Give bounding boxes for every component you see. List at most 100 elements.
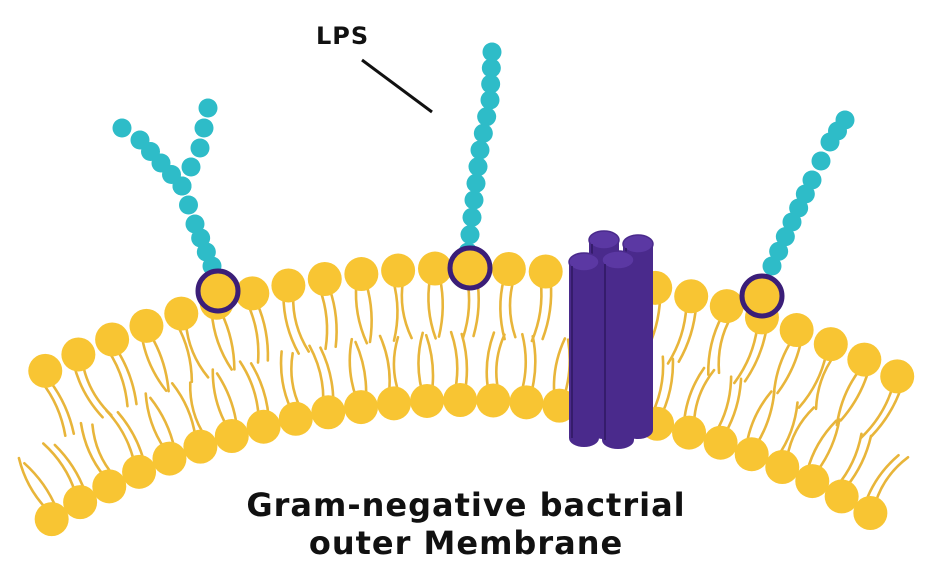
lps-bead-icon	[473, 123, 493, 143]
lipid-tail-inner	[354, 340, 368, 399]
lipid-tail-outer	[184, 322, 210, 379]
lps-bead-icon	[482, 42, 502, 62]
lipid-tail-outer	[508, 277, 517, 339]
lps-bead-icon	[464, 190, 484, 210]
lipid-tail-inner	[290, 351, 303, 411]
lipid-tail-inner	[91, 423, 116, 478]
lipid-head-icon	[765, 449, 800, 484]
lps-bead-icon	[769, 241, 789, 261]
lps-bead-icon	[462, 207, 482, 227]
lps-label: LPS	[316, 22, 370, 50]
lipid-head-icon	[307, 262, 342, 297]
lipid-head-icon	[28, 353, 63, 388]
lipid-head-icon	[476, 383, 511, 418]
porin-channel-icon-top	[622, 234, 654, 254]
lipid-head-icon	[824, 479, 859, 514]
lipid-tail-outer	[365, 282, 373, 344]
lipid-head-icon	[509, 385, 544, 420]
lipid-tail-outer	[246, 302, 260, 364]
lipid-tail-outer	[48, 379, 76, 435]
lps-bead-icon	[185, 214, 205, 234]
lipid-head-icon	[417, 251, 452, 286]
lipid-tail-outer	[772, 338, 794, 399]
lipid-tail-inner	[485, 331, 496, 392]
lipid-tail-outer	[437, 277, 445, 338]
lipid-head-icon	[813, 327, 848, 362]
lipid-tail-inner	[563, 338, 572, 397]
lipid-tail-inner	[835, 432, 863, 488]
lipid-head-icon	[880, 359, 915, 394]
lipid-tail-inner	[105, 409, 136, 464]
lipid-tail-inner	[449, 330, 459, 392]
lipid-head-icon	[847, 342, 882, 377]
lipid-tail-outer	[733, 326, 759, 385]
lipid-tail-inner	[460, 332, 469, 392]
lipid-head-icon	[246, 409, 281, 444]
lipid-head-icon	[443, 383, 478, 418]
lipid-head-icon	[709, 289, 744, 324]
lipid-head-icon	[164, 296, 199, 331]
lps-bead-icon	[198, 98, 218, 118]
lipid-tail-inner	[348, 337, 358, 399]
lipid-tail-outer	[39, 379, 67, 438]
lipid-tail-outer	[499, 277, 506, 341]
lipid-head-icon	[271, 268, 306, 303]
lipid-tail-outer	[81, 363, 113, 417]
lipid-head-icon	[214, 418, 249, 453]
lipid-tail-outer	[210, 311, 233, 371]
lipid-tail-inner	[650, 355, 665, 416]
lipid-head-icon	[734, 437, 769, 472]
lipid-tail-outer	[870, 385, 903, 438]
lps-bead-icon	[481, 74, 501, 94]
lipid-head-icon	[61, 337, 96, 372]
lps-bead-icon	[466, 173, 486, 193]
lipid-tail-outer	[530, 280, 543, 343]
lipid-tail-outer	[318, 287, 329, 351]
lipid-tail-inner	[144, 392, 166, 450]
lipid-head-icon	[674, 279, 709, 314]
lipid-tail-inner	[149, 396, 176, 450]
lipid-head-icon	[795, 464, 830, 499]
porin-channel-icon-base	[569, 429, 599, 447]
lipid-tail-inner	[424, 333, 435, 393]
lps-pointer-line	[361, 58, 433, 114]
porin-channel-icon-top	[588, 230, 620, 250]
lipid-tail-outer	[220, 311, 236, 371]
lipid-tail-inner	[392, 335, 401, 395]
porin-channel-icon-base	[602, 431, 634, 449]
lipid-head-icon	[853, 496, 888, 531]
lipid-tail-inner	[495, 333, 506, 392]
lipid-head-icon	[152, 441, 187, 476]
lipid-tail-inner	[552, 337, 567, 397]
lipid-tail-inner	[815, 418, 841, 473]
lipid-head-icon	[528, 254, 563, 289]
porin-channel-icon-top	[601, 250, 635, 270]
lipid-tail-inner	[308, 344, 325, 404]
lipid-tail-outer	[391, 279, 399, 342]
lipid-tail-outer	[106, 348, 129, 408]
lps-bead-icon	[468, 157, 488, 177]
lps-chains	[112, 42, 855, 319]
lps-bead-icon	[460, 225, 480, 245]
lps-bead-icon	[762, 256, 782, 276]
lipid-head-icon	[381, 253, 416, 288]
caption-line-2: outer Membrane	[308, 524, 624, 562]
lipid-head-icon	[278, 401, 313, 436]
caption-line-1: Gram-negative bactrial	[246, 486, 686, 524]
lipid-tail-inner	[279, 350, 293, 411]
porin-protein	[568, 230, 654, 449]
lipid-tail-outer	[776, 338, 803, 395]
lipid-tail-outer	[427, 277, 437, 340]
lipid-tail-inner	[188, 381, 207, 438]
lps-bead-icon	[130, 130, 150, 150]
lipid-tail-inner	[520, 332, 528, 394]
lipid-head-icon	[344, 390, 379, 425]
lipid-head-icon	[92, 469, 127, 504]
lps-anchor-head	[447, 245, 493, 291]
porin-channel-icon-top	[568, 252, 600, 272]
lipid-tail-outer	[400, 279, 413, 340]
lipid-tail-outer	[72, 363, 104, 419]
lipid-tail-outer	[814, 352, 837, 411]
